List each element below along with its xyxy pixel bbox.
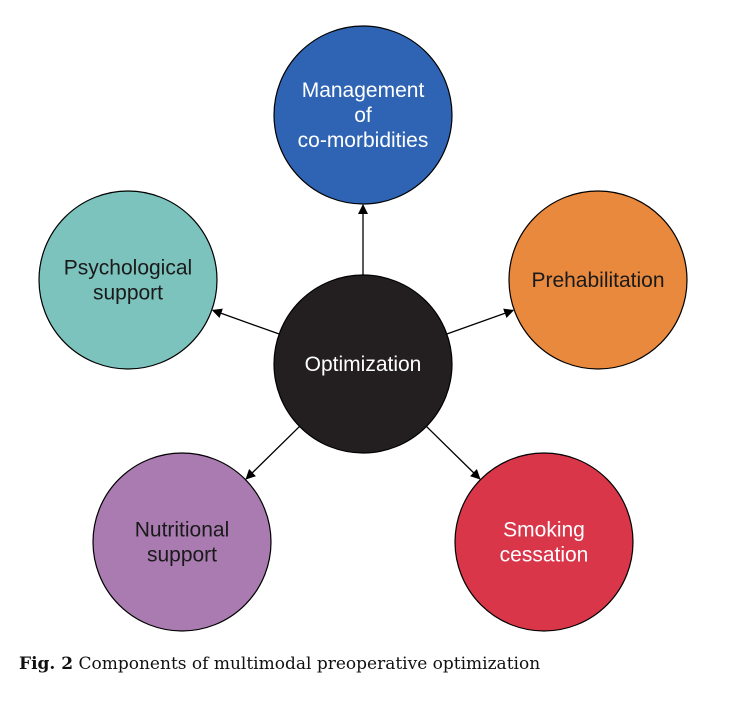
node-prehabilitation: Prehabilitation: [508, 190, 688, 370]
arrow-to-nutritional-support: [245, 425, 300, 480]
management-of-comorbidities-circle: [273, 25, 453, 205]
management-of-comorbidities-label-line: co-morbidities: [298, 129, 429, 152]
smoking-cessation-label-line: cessation: [500, 544, 589, 567]
nutritional-support-circle: [92, 452, 272, 632]
management-of-comorbidities-label-line: of: [354, 104, 372, 127]
psychological-support-label-line: support: [93, 282, 163, 305]
figure-caption: Fig. 2 Components of multimodal preopera…: [19, 654, 540, 674]
arrows-layer: [211, 204, 515, 480]
prehabilitation-label: Prehabilitation: [531, 269, 664, 292]
center-label: Optimization: [305, 353, 422, 376]
center-circle: [273, 274, 453, 454]
prehabilitation-label-line: Prehabilitation: [531, 269, 664, 292]
arrow-to-psychological-support: [211, 308, 280, 335]
prehabilitation-circle: [508, 190, 688, 370]
smoking-cessation-circle: [454, 452, 634, 632]
psychological-support-circle: [38, 190, 218, 370]
management-of-comorbidities-label-line: Management: [302, 79, 425, 102]
caption-text: Components of multimodal preoperative op…: [78, 654, 541, 674]
nutritional-support-label-line: support: [147, 544, 217, 567]
node-optimization: Optimization: [273, 274, 453, 454]
smoking-cessation-label-line: Smoking: [503, 519, 585, 542]
arrow-to-smoking-cessation: [426, 425, 481, 480]
psychological-support-label-line: Psychological: [64, 257, 192, 280]
figure-number: Fig. 2: [19, 654, 74, 674]
nutritional-support-label-line: Nutritional: [135, 519, 230, 542]
arrow-to-prehabilitation: [446, 308, 515, 335]
